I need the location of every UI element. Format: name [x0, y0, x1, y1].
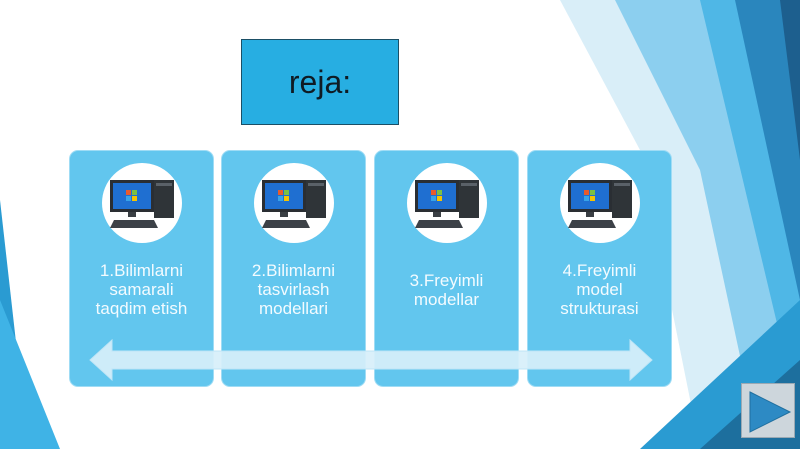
card-label: 2.Bilimlarni tasvirlash modellari	[251, 261, 336, 318]
card-image	[560, 163, 640, 243]
next-slide-button[interactable]	[741, 383, 795, 438]
card-image	[254, 163, 334, 243]
desktop-computer-icon	[415, 180, 479, 228]
slide-title: reja:	[241, 39, 399, 125]
desktop-computer-icon	[110, 180, 174, 228]
double-arrow-icon	[89, 338, 653, 382]
play-next-icon	[749, 391, 792, 433]
card-label: 4.Freyimli model strukturasi	[560, 261, 639, 318]
desktop-computer-icon	[568, 180, 632, 228]
card-label: 3.Freyimli modellar	[409, 271, 484, 309]
desktop-computer-icon	[262, 180, 326, 228]
card-4: 4.Freyimli model strukturasi	[527, 150, 672, 387]
card-image	[102, 163, 182, 243]
card-3: 3.Freyimli modellar	[374, 150, 519, 387]
card-image	[407, 163, 487, 243]
card-2: 2.Bilimlarni tasvirlash modellari	[221, 150, 366, 387]
card-label: 1.Bilimlarni samarali taqdim etish	[95, 261, 188, 318]
card-1: 1.Bilimlarni samarali taqdim etish	[69, 150, 214, 387]
